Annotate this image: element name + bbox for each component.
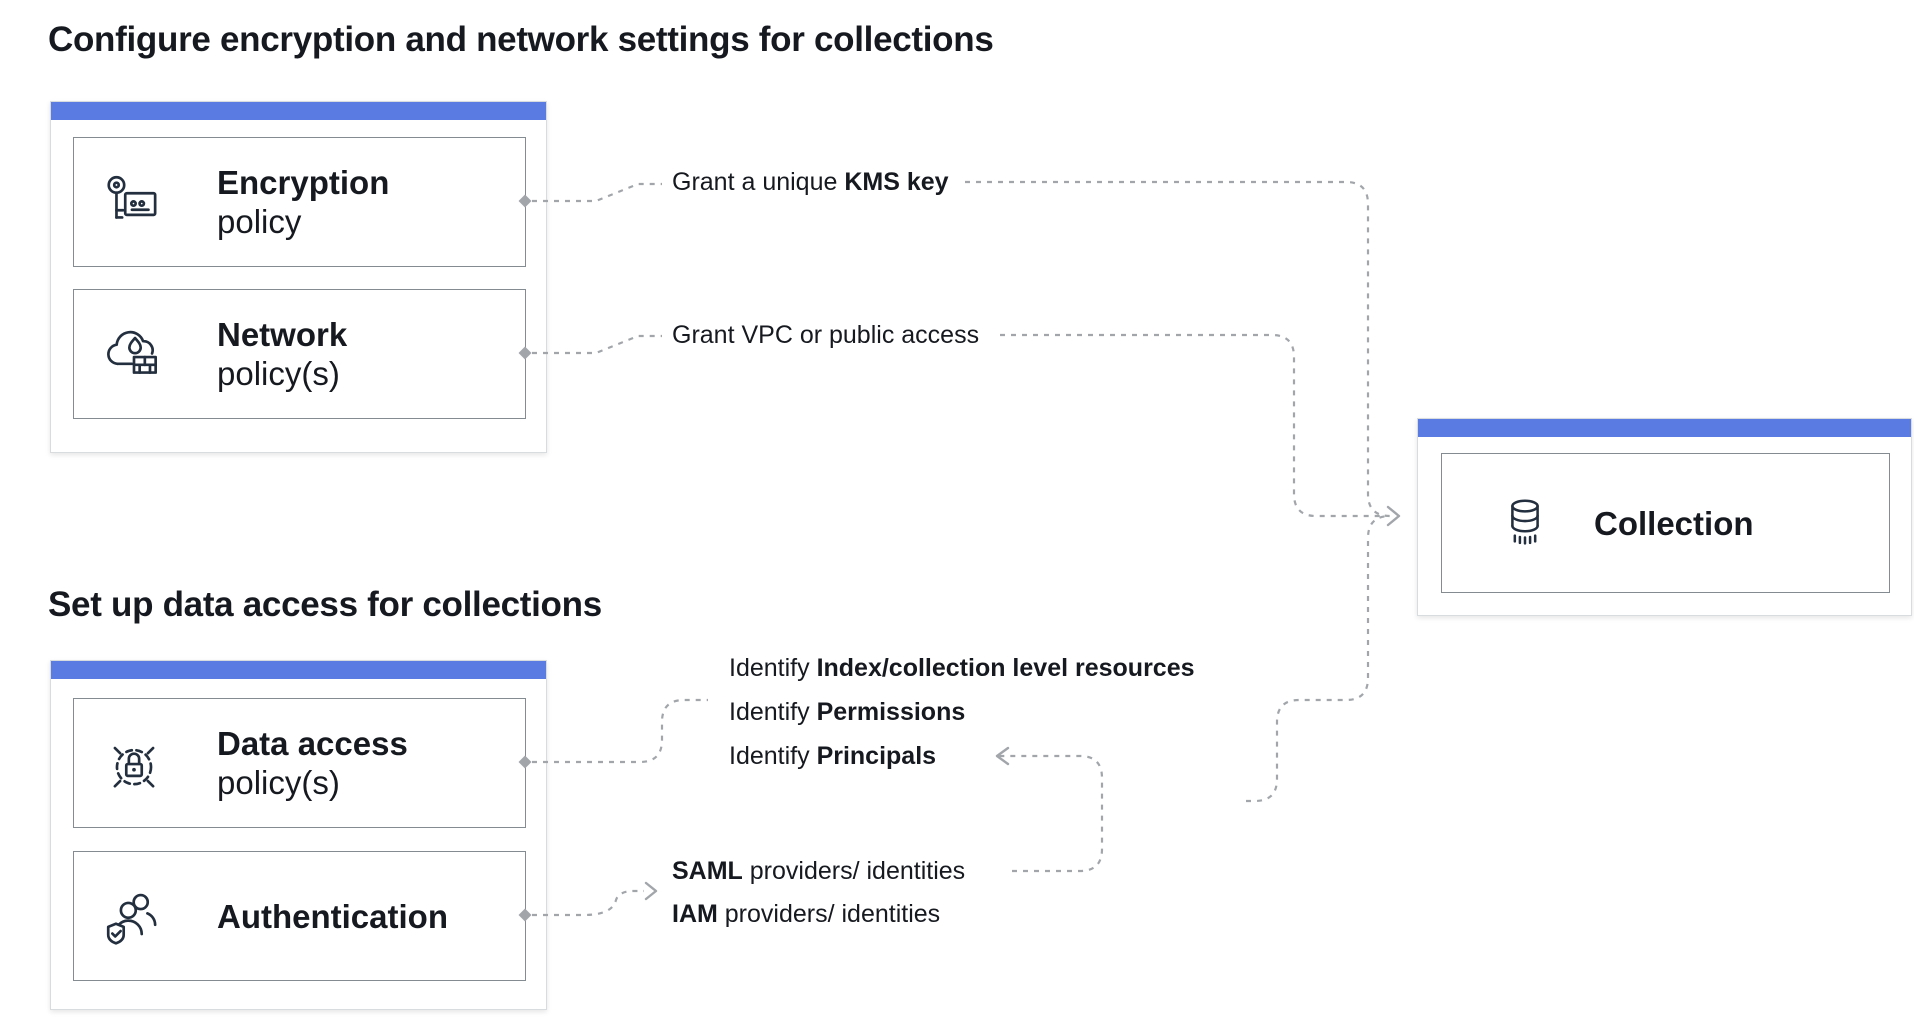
label-bold: IAM	[672, 900, 718, 928]
section-title-access: Set up data access for collections	[48, 585, 602, 624]
data-access-panel: Data access policy(s) Authentication	[50, 660, 547, 1010]
card-title: Network	[217, 316, 348, 353]
kms-key-icon	[101, 169, 167, 235]
card-subtitle: policy	[217, 203, 302, 240]
card-title: Data access	[217, 725, 408, 762]
connector-network-to-label	[532, 334, 662, 355]
label-bold: KMS key	[844, 168, 949, 196]
encryption-policy-card: Encryption policy	[73, 137, 526, 267]
card-title: Authentication	[217, 897, 448, 935]
connector-auth-to-providers	[532, 889, 644, 917]
security-policies-panel: Encryption policy Network policy	[50, 101, 547, 453]
connector-encryption-to-label	[532, 182, 662, 203]
card-text: Data access policy(s)	[217, 724, 408, 802]
panel-accent-bar	[51, 661, 546, 679]
label-bold: SAML	[672, 857, 743, 885]
collection-panel: Collection	[1417, 418, 1912, 616]
panel-accent-bar	[1418, 419, 1911, 437]
cloud-firewall-icon	[101, 321, 167, 387]
network-policy-card: Network policy(s)	[73, 289, 526, 419]
arrowhead-principals	[995, 746, 1010, 766]
connector-data-access-to-identify	[532, 698, 708, 764]
connector-vpc-to-collection	[1000, 333, 1384, 518]
card-text: Collection	[1594, 504, 1754, 543]
label-bold: Principals	[816, 742, 937, 770]
collection-card: Collection	[1441, 453, 1890, 593]
card-text: Authentication	[217, 897, 448, 936]
label-text: Identify	[729, 698, 817, 726]
saml-providers-label: SAML providers/ identities	[672, 856, 965, 886]
kms-key-label: Grant a unique KMS key	[672, 167, 949, 197]
database-icon	[1494, 492, 1556, 554]
label-bold: Index/collection level resources	[816, 654, 1195, 682]
lock-target-icon	[101, 730, 167, 796]
label-text: providers/ identities	[742, 857, 966, 885]
vpc-access-label: Grant VPC or public access	[672, 321, 980, 349]
users-shield-icon	[101, 883, 167, 949]
label-text: providers/ identities	[717, 900, 941, 928]
connector-providers-to-principals	[998, 754, 1104, 873]
label-bold: Permissions	[816, 698, 966, 726]
card-subtitle: policy(s)	[217, 764, 340, 801]
connector-identify-to-collection	[1246, 514, 1391, 803]
section-title-security: Configure encryption and network setting…	[48, 20, 994, 59]
iam-providers-label: IAM providers/ identities	[672, 899, 940, 929]
arrowhead-providers	[644, 881, 658, 901]
card-title: Encryption	[217, 164, 390, 201]
panel-accent-bar	[51, 102, 546, 120]
card-subtitle: policy(s)	[217, 355, 340, 392]
identify-resources-label: Identify Index/collection level resource…	[729, 653, 1195, 683]
connector-kms-to-collection	[965, 180, 1391, 518]
label-text: Identify	[729, 654, 817, 682]
card-text: Network policy(s)	[217, 315, 347, 393]
authentication-card: Authentication	[73, 851, 526, 981]
arrowhead-collection	[1386, 505, 1401, 527]
label-text: Identify	[729, 742, 817, 770]
data-access-policy-card: Data access policy(s)	[73, 698, 526, 828]
card-text: Encryption policy	[217, 163, 389, 241]
label-text: Grant a unique	[672, 168, 845, 196]
identify-permissions-label: Identify Permissions	[729, 697, 965, 727]
card-title: Collection	[1594, 504, 1754, 542]
identify-principals-label: Identify Principals	[729, 741, 936, 771]
